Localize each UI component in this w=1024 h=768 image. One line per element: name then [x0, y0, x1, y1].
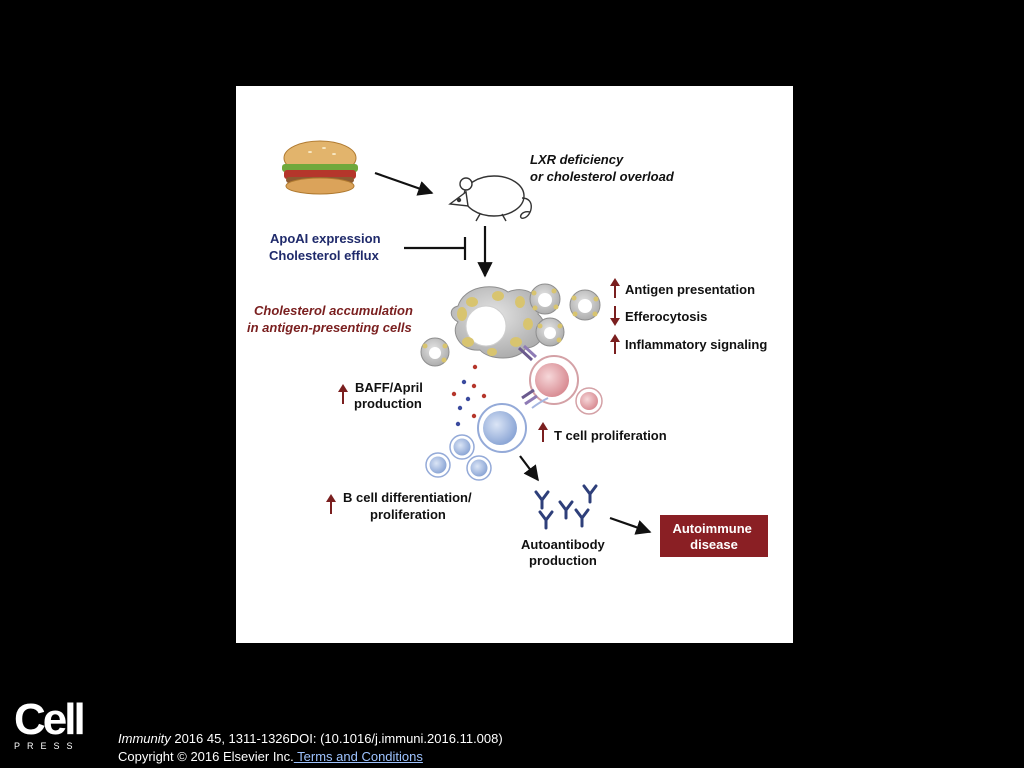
- autoantibody-label: Autoantibody production: [521, 537, 608, 568]
- inhibitor-label: ApoAI expression Cholesterol efflux: [269, 231, 384, 263]
- arrow-bcell-to-antibody: [519, 455, 539, 482]
- logo-word: Cell: [14, 695, 86, 744]
- figure-panel: LXR deficiency or cholesterol overload A…: [236, 86, 793, 643]
- svg-text:Antigen presentation: Antigen presentation: [625, 282, 755, 297]
- autoimmune-disease-box: Autoimmune disease: [660, 515, 768, 557]
- t-b-synapse: [521, 388, 549, 409]
- copyright-text: Copyright © 2016 Elsevier Inc.: [118, 749, 294, 764]
- baff-dots: [451, 364, 487, 427]
- svg-text:Efferocytosis: Efferocytosis: [625, 309, 707, 324]
- t-cell-large: [529, 355, 579, 405]
- t-cell-label: T cell proliferation: [554, 428, 667, 443]
- antibody-icon: [534, 484, 598, 530]
- effect-inflammatory-signaling: Inflammatory signaling: [610, 334, 767, 354]
- b-cell-small-3: [466, 455, 492, 481]
- burger-icon: [282, 140, 358, 195]
- logo-press: PRESS: [14, 741, 80, 751]
- disease-label: Autoimmune disease: [672, 521, 755, 552]
- cell-press-logo: Cell PRESS: [14, 695, 86, 752]
- citation-line: Immunity 2016 45, 1311-1326DOI: (10.1016…: [118, 730, 503, 748]
- mouse-label: LXR deficiency or cholesterol overload: [530, 152, 675, 184]
- small-apc-4: [420, 337, 450, 367]
- b-cell-label: B cell differentiation/ proliferation: [343, 490, 475, 522]
- arrow-antibody-to-disease: [609, 516, 652, 535]
- b-cell-small-1: [449, 434, 475, 460]
- mouse-icon: [448, 175, 532, 222]
- journal-name: Immunity: [118, 731, 171, 746]
- pathway-diagram: LXR deficiency or cholesterol overload A…: [247, 140, 768, 568]
- baff-label-group: BAFF/April production: [338, 380, 427, 411]
- small-apc-1: [529, 283, 561, 315]
- b-cell-label-group: B cell differentiation/ proliferation: [326, 490, 475, 522]
- arrow-diet-to-mouse: [374, 171, 434, 196]
- citation-details: 2016 45, 1311-1326DOI: (10.1016/j.immuni…: [170, 731, 503, 746]
- mhc-tcr-synapse: [517, 344, 538, 362]
- antigen-presenting-cell: [450, 286, 546, 359]
- t-cell-label-group: T cell proliferation: [538, 422, 667, 443]
- terms-link[interactable]: Terms and Conditions: [293, 749, 423, 764]
- t-cell-small: [575, 387, 603, 415]
- citation: Immunity 2016 45, 1311-1326DOI: (10.1016…: [118, 730, 503, 766]
- small-apc-3: [535, 317, 565, 347]
- effects-list: Antigen presentation Efferocytosis Infla…: [610, 278, 767, 354]
- b-cell-large: [477, 403, 527, 453]
- inhibition-bar: [404, 237, 467, 260]
- effect-efferocytosis: Efferocytosis: [610, 306, 707, 326]
- copyright-line: Copyright © 2016 Elsevier Inc. Terms and…: [118, 748, 503, 766]
- accumulation-label: Cholesterol accumulation in antigen-pres…: [247, 303, 417, 335]
- small-apc-2: [569, 289, 601, 321]
- baff-label: BAFF/April production: [354, 380, 427, 411]
- b-cell-small-2: [425, 452, 451, 478]
- svg-text:Inflammatory signaling: Inflammatory signaling: [625, 337, 767, 352]
- effect-antigen-presentation: Antigen presentation: [610, 278, 755, 298]
